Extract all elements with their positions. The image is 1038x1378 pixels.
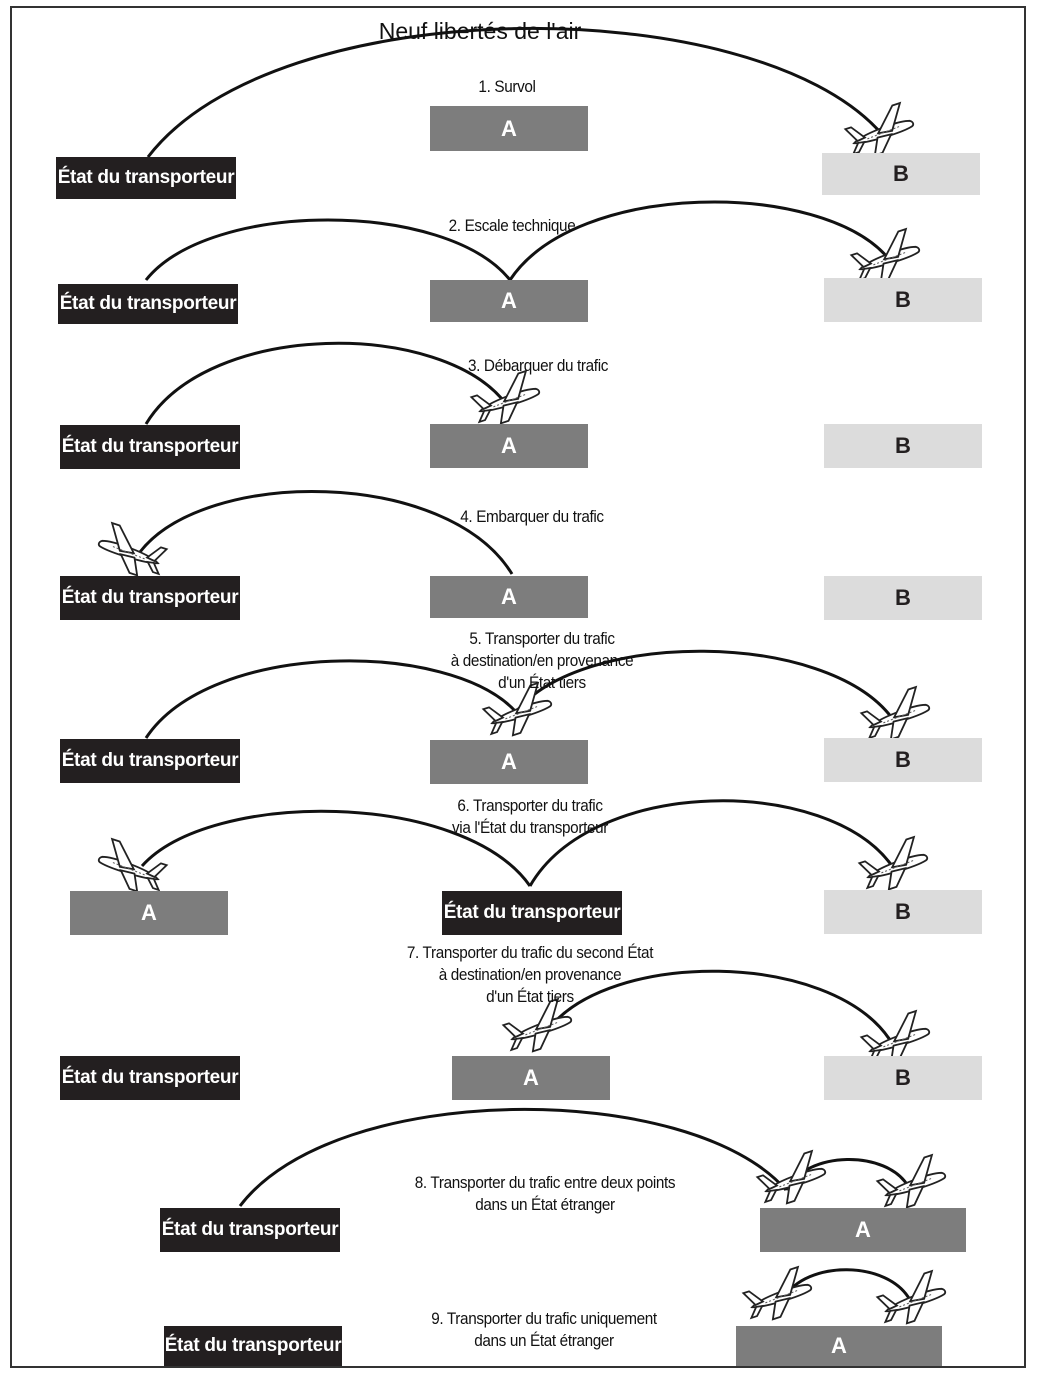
freedom-3-b-box: B: [824, 424, 982, 468]
freedom-3-label: 3. Débarquer du trafic: [467, 356, 609, 375]
freedom-8-route-long: [238, 1108, 788, 1207]
airplane-icon: [741, 1265, 813, 1321]
freedom-7-b-box: B: [824, 1056, 982, 1100]
freedom-6-a-box: A: [70, 891, 228, 935]
freedom-5-carrier-box: État du transporteur: [60, 739, 240, 783]
airplane-icon: [875, 1153, 947, 1209]
freedom-2-route-a: [144, 218, 512, 281]
freedom-7-carrier-box: État du transporteur: [60, 1056, 240, 1100]
freedom-1-label: 1. Survol: [478, 77, 536, 96]
airplane-icon: [849, 227, 921, 283]
freedom-4-a-box: A: [430, 576, 588, 618]
freedom-2-b-box: B: [824, 278, 982, 322]
freedom-5-label: 5. Transporter du trafic à destination/e…: [450, 629, 634, 692]
freedom-3-a-box: A: [430, 424, 588, 468]
freedom-4-route: [138, 490, 514, 575]
freedom-5-a-box: A: [430, 740, 588, 784]
airplane-icon: [857, 835, 929, 891]
freedom-9-carrier-box: État du transporteur: [164, 1326, 342, 1366]
freedom-6-route-a: [140, 809, 532, 887]
freedom-1-route: [146, 27, 882, 158]
freedom-7-label: 7. Transporter du trafic du second État …: [406, 943, 654, 1006]
freedom-7-a-box: A: [452, 1056, 610, 1100]
airplane-icon: [97, 521, 169, 577]
airplane-icon: [843, 101, 915, 157]
freedom-2-route-b: [508, 200, 890, 281]
airplane-icon: [469, 369, 541, 425]
freedom-6-b-box: B: [824, 890, 982, 934]
freedom-4-label: 4. Embarquer du trafic: [460, 507, 604, 526]
airplane-icon: [875, 1269, 947, 1325]
freedom-6-carrier-box: État du transporteur: [442, 891, 622, 935]
freedom-4-carrier-box: État du transporteur: [60, 576, 240, 620]
freedom-1-b-box: B: [822, 153, 980, 195]
freedom-7-route: [546, 969, 892, 1041]
airplane-icon: [501, 997, 573, 1053]
routes-layer: [138, 27, 912, 1301]
freedom-5-route-b: [514, 649, 894, 719]
freedom-2-label: 2. Escale technique: [448, 216, 576, 235]
freedom-5-route-a: [144, 659, 518, 739]
airplane-icon: [481, 681, 553, 737]
freedom-1-a-box: A: [430, 106, 588, 151]
freedom-4-b-box: B: [824, 576, 982, 620]
freedom-3-route: [144, 341, 508, 425]
freedom-8-label: 8. Transporter du trafic entre deux poin…: [414, 1173, 676, 1214]
airplane-icon: [97, 837, 169, 893]
airplane-icon: [859, 685, 931, 741]
freedom-8-carrier-box: État du transporteur: [160, 1208, 340, 1252]
airplane-icon: [755, 1149, 827, 1205]
freedom-2-carrier-box: État du transporteur: [58, 284, 238, 324]
freedom-1-carrier-box: État du transporteur: [56, 157, 236, 199]
freedom-6-label: 6. Transporter du trafic via l'État du t…: [451, 796, 609, 837]
freedom-8-a-box: A: [760, 1208, 966, 1252]
freedom-9-a-box: A: [736, 1326, 942, 1366]
freedom-2-a-box: A: [430, 280, 588, 322]
diagram-frame: [10, 6, 1026, 1368]
freedom-9-label: 9. Transporter du trafic uniquement dans…: [431, 1309, 657, 1350]
freedom-5-b-box: B: [824, 738, 982, 782]
freedom-6-route-b: [528, 799, 894, 887]
planes-layer: [97, 101, 947, 1325]
freedom-3-carrier-box: État du transporteur: [60, 425, 240, 469]
